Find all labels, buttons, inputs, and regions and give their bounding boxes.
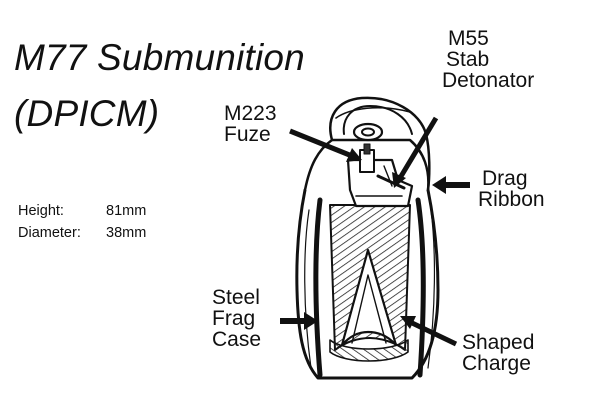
spec-diameter-value: 38mm [106,225,147,241]
callout-detonator-line-1: M55 [448,27,489,50]
callout-detonator-line-2: Stab [446,48,490,71]
callout-charge-line-2: Charge [462,352,531,375]
case-arrow [280,312,318,330]
callout-case: Steel Frag Case [212,287,261,350]
title-line-1: M77 Submunition [14,37,305,78]
callout-detonator-line-3: Detonator [442,69,535,92]
spec-diameter-label: Diameter: [18,225,81,241]
drag-ribbon-arrow [432,176,470,194]
callout-case-line-3: Case [212,328,262,351]
callout-charge-line-1: Shaped [462,331,535,354]
fuze-arrow [289,128,362,162]
callout-charge: Shaped Charge [462,332,534,374]
callout-fuze-line-2: Fuze [224,123,271,146]
callout-drag-ribbon-line-2: Ribbon [478,188,545,211]
callout-detonator: M55 Stab Detonator [442,28,534,91]
callout-fuze: M223 Fuze [224,103,277,145]
callout-case-line-1: Steel [212,286,260,309]
spec-height-label: Height: [18,203,64,219]
detonator-arrow [392,116,439,188]
spec-height-value: 81mm [106,203,147,219]
callout-drag-ribbon-line-1: Drag [482,167,528,190]
title-line-2: (DPICM) [14,93,160,134]
callout-arrows [280,116,470,347]
callout-case-line-2: Frag [212,307,256,330]
submunition-body [295,96,440,380]
callout-fuze-line-1: M223 [224,102,277,125]
callout-drag-ribbon: Drag Ribbon [478,168,545,210]
charge-arrow [400,316,458,347]
